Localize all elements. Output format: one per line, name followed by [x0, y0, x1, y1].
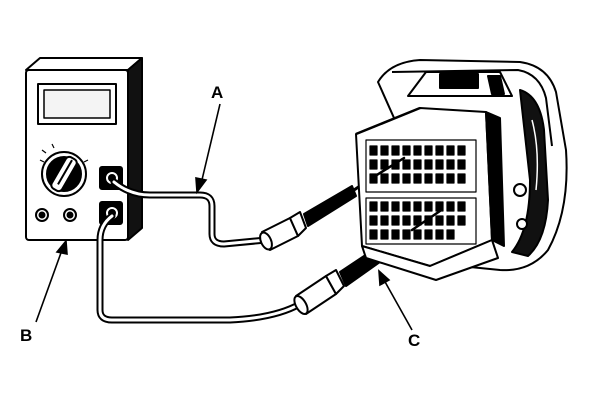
terminal-cavities-upper — [365, 139, 477, 193]
callout-label-b: B — [20, 326, 33, 345]
callout-label-a: A — [211, 83, 224, 102]
test-lead-a[interactable] — [110, 178, 270, 248]
meter-display — [37, 83, 117, 125]
probe-tips — [370, 156, 442, 232]
test-lead-b[interactable] — [96, 212, 304, 324]
dial-ticks — [39, 143, 89, 163]
terminal-cavities-lower — [365, 197, 477, 245]
ecu-connector — [355, 59, 568, 281]
callout-leaders — [35, 103, 413, 331]
multimeter — [25, 57, 143, 241]
callout-label-c: C — [408, 331, 421, 350]
range-selector-dial[interactable] — [41, 151, 87, 197]
common-jack[interactable] — [35, 208, 49, 222]
aux-jack[interactable] — [63, 208, 77, 222]
